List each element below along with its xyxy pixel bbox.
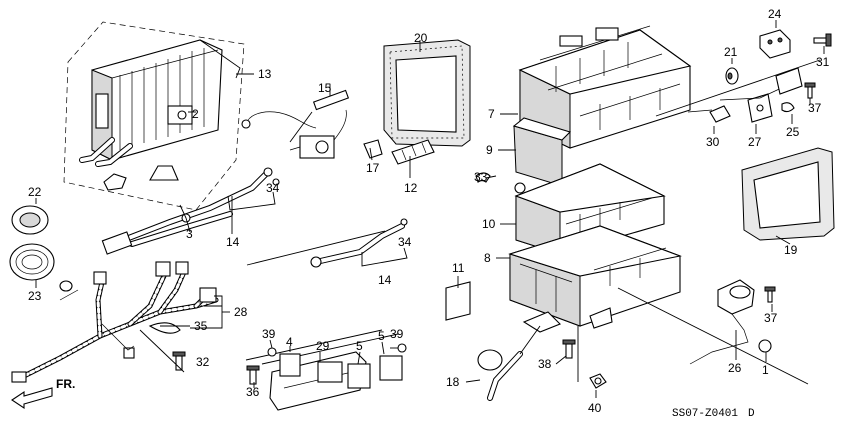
callout-17: 17 — [366, 161, 380, 175]
vacuum-actuator-18 — [477, 325, 541, 401]
callout-33-label: 33 — [474, 170, 488, 184]
relay-29 — [317, 361, 343, 383]
callout-5-left: 5 — [356, 339, 363, 353]
callout-30: 30 — [706, 135, 720, 149]
callout-35: 35 — [194, 319, 208, 333]
nut-40 — [589, 373, 607, 389]
evaporator-clip-left — [103, 173, 127, 191]
evaporator-group — [63, 21, 245, 211]
callout-23: 23 — [28, 289, 42, 303]
callout-26: 26 — [728, 361, 742, 375]
diagram-code-text: SS07-Z0401 — [672, 408, 738, 420]
evaporator-dashed-box — [63, 21, 245, 211]
callout-37-lower-label: 37 — [764, 311, 778, 325]
case-10 — [514, 163, 666, 255]
bracket-27 — [719, 83, 791, 123]
relay-5-right — [379, 355, 403, 381]
callout-19: 19 — [784, 243, 798, 257]
bolt-36 — [246, 365, 260, 385]
pipe-group-lines — [179, 191, 408, 267]
callout-7: 7 — [488, 107, 495, 121]
diagram-code-suffix: D — [748, 408, 755, 420]
relay-5-left — [347, 363, 371, 389]
bolt-31 — [813, 33, 832, 47]
seal-19 — [741, 147, 835, 241]
cap-1 — [758, 339, 772, 353]
front-direction-arrow: FR. — [11, 377, 75, 410]
callout-39-right: 39 — [390, 327, 404, 341]
callout-31-label: 31 — [816, 55, 830, 69]
screw-38 — [562, 339, 576, 359]
callout-25: 25 — [786, 125, 800, 139]
case-panel-9 — [512, 117, 572, 187]
callout-13: 13 — [258, 67, 272, 81]
callout-2: 2 — [192, 107, 199, 121]
evaporator-clip-right — [149, 165, 179, 181]
callout-32-label: 32 — [196, 355, 210, 369]
screw-39-right — [397, 343, 407, 353]
bolt-37-upper — [804, 82, 816, 99]
callout-36-label: 36 — [246, 385, 260, 399]
screw-39-left — [267, 347, 277, 357]
leader-lines — [35, 20, 825, 398]
callout-12: 12 — [404, 181, 418, 195]
part-25 — [775, 67, 803, 113]
callout-21: 21 — [724, 45, 738, 59]
part-21 — [725, 67, 739, 85]
sensor-group — [241, 89, 350, 159]
callout-18: 18 — [446, 375, 460, 389]
grommet-23 — [9, 243, 55, 281]
plate-11 — [445, 281, 471, 321]
callout-40: 40 — [588, 401, 602, 415]
callout-27-label: 27 — [748, 135, 762, 149]
part-24 — [759, 29, 791, 59]
callout-22: 22 — [28, 185, 42, 199]
relay-bracket-group — [245, 329, 407, 411]
clip-17 — [363, 139, 383, 159]
bolt-37-lower — [764, 286, 776, 303]
callout-38: 38 — [538, 357, 552, 371]
callout-28: 28 — [234, 305, 248, 319]
wire-harness — [11, 261, 219, 383]
callout-8: 8 — [484, 251, 491, 265]
liquid-pipe-assembly — [310, 218, 408, 268]
callout-16: 15 — [318, 81, 332, 95]
callout-24: 24 — [768, 7, 782, 21]
callout-labels: 13 2 15 20 17 12 34 3 14 34 13 14 14 7 9… — [28, 7, 830, 415]
relay-4 — [279, 353, 301, 377]
callout-34-upper: 34 — [266, 181, 280, 195]
lower-case-8 — [508, 225, 682, 333]
callout-39-left: 39 — [262, 327, 276, 341]
clip-12 — [391, 139, 435, 165]
clip-33 — [475, 172, 491, 183]
callout-9: 9 — [486, 143, 493, 157]
leader-32 — [139, 329, 185, 373]
bolt-32 — [172, 351, 186, 371]
callout-4: 4 — [286, 335, 293, 349]
grommet-22 — [11, 205, 49, 235]
callout-34-lower: 34 — [398, 235, 412, 249]
diagram-code: SS07-Z0401 D — [672, 408, 755, 420]
seal-20 — [383, 39, 471, 147]
callout-37-upper: 37 — [808, 101, 822, 115]
callout-5-right: 5 — [378, 329, 385, 343]
callout-10: 10 — [482, 217, 496, 231]
callout-1: 1 — [762, 363, 769, 377]
callout-29-label: 29 — [316, 339, 330, 353]
thermostat-sensor — [312, 89, 350, 111]
part-30 — [687, 105, 731, 123]
callout-15: 14 — [226, 235, 240, 249]
suction-pipe-assembly — [101, 167, 280, 255]
front-direction-label: FR. — [56, 377, 75, 391]
callout-14-label: 14 — [378, 273, 392, 287]
callout-11: 11 — [452, 261, 465, 275]
callout-3: 3 — [186, 227, 193, 241]
actuator-26 — [617, 279, 809, 385]
evaporator-core — [79, 39, 241, 167]
callout-20: 20 — [414, 31, 428, 45]
expansion-valve-port — [177, 110, 187, 120]
